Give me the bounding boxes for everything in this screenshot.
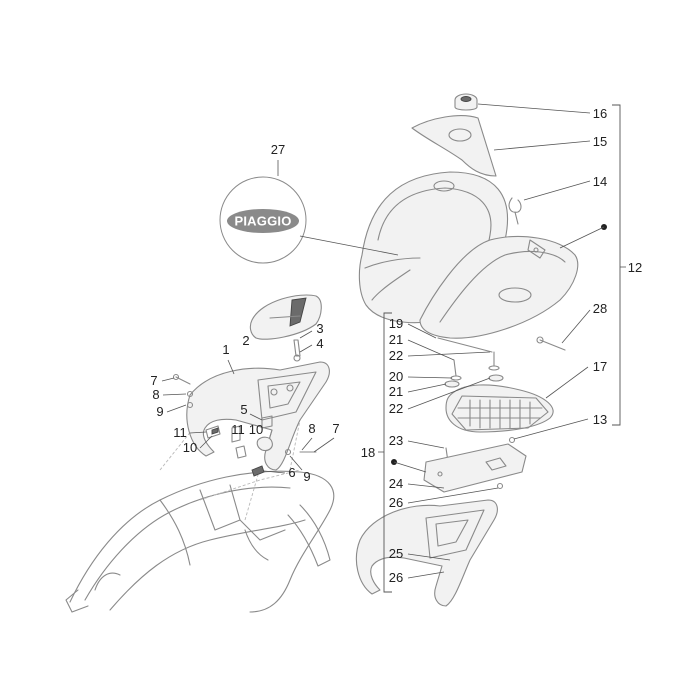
callout-8-right: 8 bbox=[308, 421, 315, 436]
callout-21-a: 21 bbox=[389, 332, 403, 347]
logo-oval bbox=[227, 209, 299, 233]
callout-27: 27 bbox=[271, 142, 285, 157]
callout-18: 18 bbox=[361, 445, 375, 460]
callout-6: 6 bbox=[288, 465, 295, 480]
top-case-box bbox=[358, 171, 579, 339]
callout-26-b: 26 bbox=[389, 570, 403, 585]
logo-text: PIAGGIO bbox=[234, 214, 291, 229]
callout-23: 23 bbox=[389, 433, 403, 448]
callout-8-left: 8 bbox=[152, 387, 159, 402]
callout-10-left: 10 bbox=[183, 440, 197, 455]
assembly-lines bbox=[159, 419, 301, 521]
lower-carrier bbox=[355, 499, 498, 607]
rear-carrier-rack bbox=[186, 361, 330, 471]
callout-25: 25 bbox=[389, 546, 403, 561]
callout-16: 16 bbox=[593, 106, 607, 121]
pillion-seat-pad bbox=[249, 294, 322, 340]
lid-hook bbox=[508, 197, 522, 225]
callout-11-left: 11 bbox=[173, 425, 187, 440]
callout-21-b: 21 bbox=[389, 384, 403, 399]
callout-26-a: 26 bbox=[389, 495, 403, 510]
callout-12: 12 bbox=[628, 260, 642, 275]
callout-24: 24 bbox=[389, 476, 403, 491]
callout-7-right: 7 bbox=[332, 421, 339, 436]
callout-9-right: 9 bbox=[303, 469, 310, 484]
callout-22-a: 22 bbox=[389, 348, 403, 363]
callout-13: 13 bbox=[593, 412, 607, 427]
callout-9-left: 9 bbox=[156, 404, 163, 419]
callout-28: 28 bbox=[593, 301, 607, 316]
piaggio-logo-badge: PIAGGIO bbox=[219, 176, 307, 264]
callout-11-right: 11 bbox=[231, 422, 245, 437]
callout-19: 19 bbox=[389, 316, 403, 331]
callout-5: 5 bbox=[240, 402, 247, 417]
left-callouts: 27 2 3 4 1 7 8 9 5 11 11 10 10 8 7 6 9 bbox=[150, 142, 399, 484]
callout-14: 14 bbox=[593, 174, 607, 189]
callout-20: 20 bbox=[389, 369, 403, 384]
right-callouts: 12 16 15 14 28 17 13 18 19 21 22 20 21 2… bbox=[361, 103, 642, 593]
lock-cylinder bbox=[454, 93, 478, 111]
mounting-plate bbox=[445, 384, 554, 444]
callout-17: 17 bbox=[593, 359, 607, 374]
callout-4: 4 bbox=[316, 336, 323, 351]
callout-7-left: 7 bbox=[150, 373, 157, 388]
scooter-rear-body bbox=[65, 469, 335, 613]
callout-10-right: 10 bbox=[249, 422, 263, 437]
screws-3-4 bbox=[293, 339, 301, 362]
adapter-plate bbox=[423, 443, 527, 493]
callout-2: 2 bbox=[242, 333, 249, 348]
fasteners-left bbox=[172, 373, 317, 477]
callout-1: 1 bbox=[222, 342, 229, 357]
callout-15: 15 bbox=[593, 134, 607, 149]
callout-22-b: 22 bbox=[389, 401, 403, 416]
lid-cover-plate bbox=[411, 115, 497, 177]
callout-3: 3 bbox=[316, 321, 323, 336]
mounting-bolt bbox=[536, 336, 566, 351]
